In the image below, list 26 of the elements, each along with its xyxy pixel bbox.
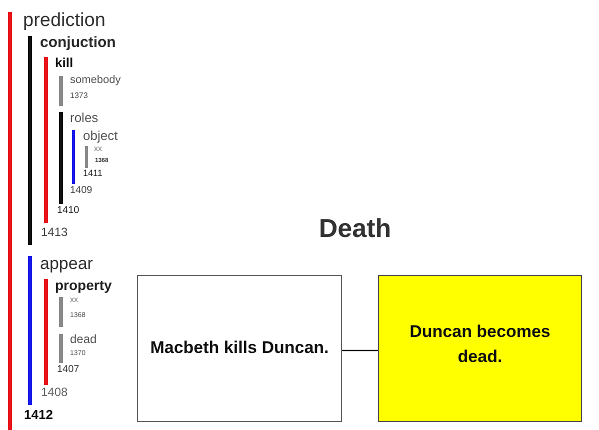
node-label: somebody (70, 75, 121, 87)
node-number: 1412 (24, 408, 53, 422)
node-number: 1407 (57, 365, 80, 376)
node-number: 1409 (70, 186, 92, 196)
node-number: 1408 (41, 386, 68, 399)
diagram-title: Death (318, 213, 392, 244)
node-label: prediction (23, 11, 106, 31)
event-box (137, 275, 342, 422)
node-label: dead (70, 333, 97, 346)
node-label: object (83, 129, 118, 143)
node-number: 1413 (41, 226, 68, 239)
node-label: roles (70, 111, 98, 125)
connector-line (342, 350, 378, 352)
node-number: 1411 (83, 169, 102, 178)
event-box (378, 275, 582, 422)
node-label: property (55, 278, 112, 293)
node-label: xx (94, 145, 102, 154)
node-label: appear (40, 255, 93, 273)
event-text: Macbeth kills Duncan. (150, 337, 329, 360)
node-number: 1373 (70, 92, 88, 100)
node-label: xx (70, 296, 78, 304)
node-label: conjuction (40, 35, 116, 51)
bracket-bar (59, 334, 99, 363)
node-number: 1410 (57, 206, 80, 216)
event-text: Duncan becomes dead. (408, 320, 552, 368)
node-label: kill (55, 56, 74, 70)
